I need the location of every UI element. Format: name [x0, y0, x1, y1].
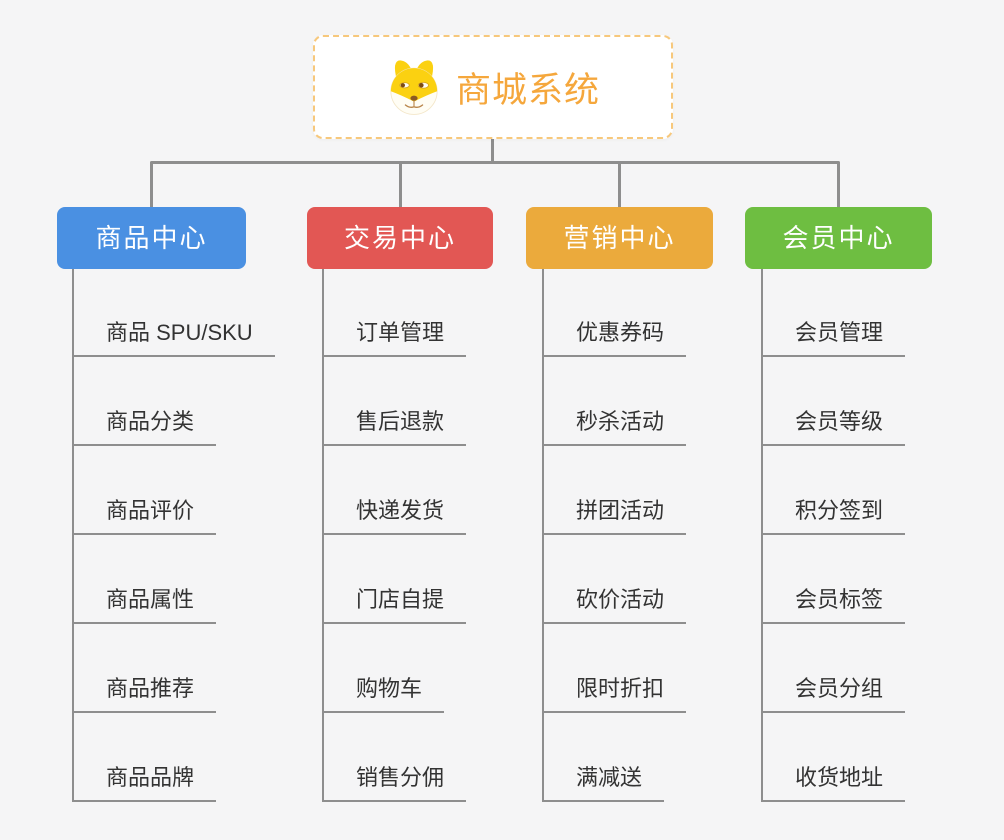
leaf-item[interactable]: 优惠券码: [542, 320, 687, 357]
connector-horizontal-bar: [150, 161, 840, 164]
leaf-item[interactable]: 订单管理: [322, 320, 467, 357]
leaf-item[interactable]: 门店自提: [322, 587, 467, 624]
leaf-item[interactable]: 销售分佣: [322, 765, 467, 802]
branch-trunk-4: [761, 269, 763, 802]
leaf-item[interactable]: 拼团活动: [542, 498, 687, 535]
root-node[interactable]: 商城系统: [313, 35, 673, 139]
leaf-item[interactable]: 快递发货: [322, 498, 467, 535]
leaf-item[interactable]: 收货地址: [761, 765, 906, 802]
connector-drop-4: [837, 162, 840, 208]
leaf-item[interactable]: 会员标签: [761, 587, 906, 624]
leaf-item[interactable]: 满减送: [542, 765, 665, 802]
leaf-item[interactable]: 积分签到: [761, 498, 906, 535]
leaf-item[interactable]: 会员等级: [761, 409, 906, 446]
leaf-item[interactable]: 秒杀活动: [542, 409, 687, 446]
branch-trunk-3: [542, 269, 544, 802]
branch-trunk-1: [72, 269, 74, 802]
branch-marketing-center[interactable]: 营销中心: [526, 207, 713, 269]
leaf-item[interactable]: 商品品牌: [72, 765, 217, 802]
leaf-item[interactable]: 商品分类: [72, 409, 217, 446]
branch-trade-center[interactable]: 交易中心: [307, 207, 493, 269]
leaf-item[interactable]: 限时折扣: [542, 676, 687, 713]
connector-drop-3: [618, 162, 621, 208]
connector-drop-2: [399, 162, 402, 208]
leaf-item[interactable]: 商品 SPU/SKU: [72, 320, 275, 357]
leaf-item[interactable]: 售后退款: [322, 409, 467, 446]
branch-trunk-2: [322, 269, 324, 802]
leaf-item[interactable]: 会员管理: [761, 320, 906, 357]
leaf-item[interactable]: 购物车: [322, 676, 445, 713]
branch-product-center[interactable]: 商品中心: [57, 207, 246, 269]
leaf-item[interactable]: 会员分组: [761, 676, 906, 713]
connector-root-stem: [491, 139, 494, 163]
leaf-item[interactable]: 商品属性: [72, 587, 217, 624]
doge-icon: [390, 60, 438, 115]
branch-member-center[interactable]: 会员中心: [745, 207, 932, 269]
leaf-item[interactable]: 商品推荐: [72, 676, 217, 713]
root-title: 商城系统: [455, 70, 600, 110]
leaf-item[interactable]: 砍价活动: [542, 587, 687, 624]
connector-drop-1: [150, 162, 153, 208]
leaf-item[interactable]: 商品评价: [72, 498, 217, 535]
